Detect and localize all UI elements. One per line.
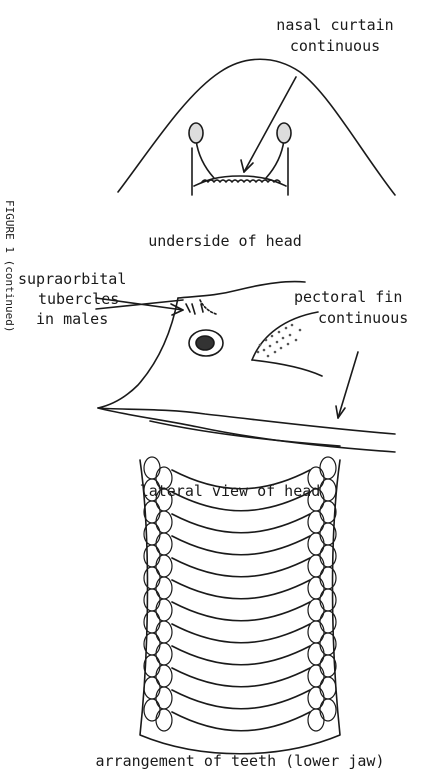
- label-underside-of-head: underside of head: [110, 232, 340, 250]
- label-pectoral-fin-line1: pectoral fin: [294, 288, 402, 306]
- label-pectoral-fin-line2: continuous: [318, 309, 408, 327]
- label-lateral-view-of-head: lateral view of head: [100, 482, 360, 500]
- label-supraorbital-line2: tubercles: [38, 290, 119, 308]
- lateral-head-drawing: [96, 281, 395, 452]
- label-nasal-curtain-line1: nasal curtain: [250, 16, 420, 34]
- label-teeth-arrangement: arrangement of teeth (lower jaw): [70, 752, 410, 770]
- label-supraorbital-line1: supraorbital: [18, 270, 126, 288]
- label-supraorbital-line3: in males: [36, 310, 108, 328]
- teeth-drawing: [140, 460, 340, 754]
- label-nasal-curtain-line2: continuous: [250, 37, 420, 55]
- underside-head-drawing: [118, 59, 395, 195]
